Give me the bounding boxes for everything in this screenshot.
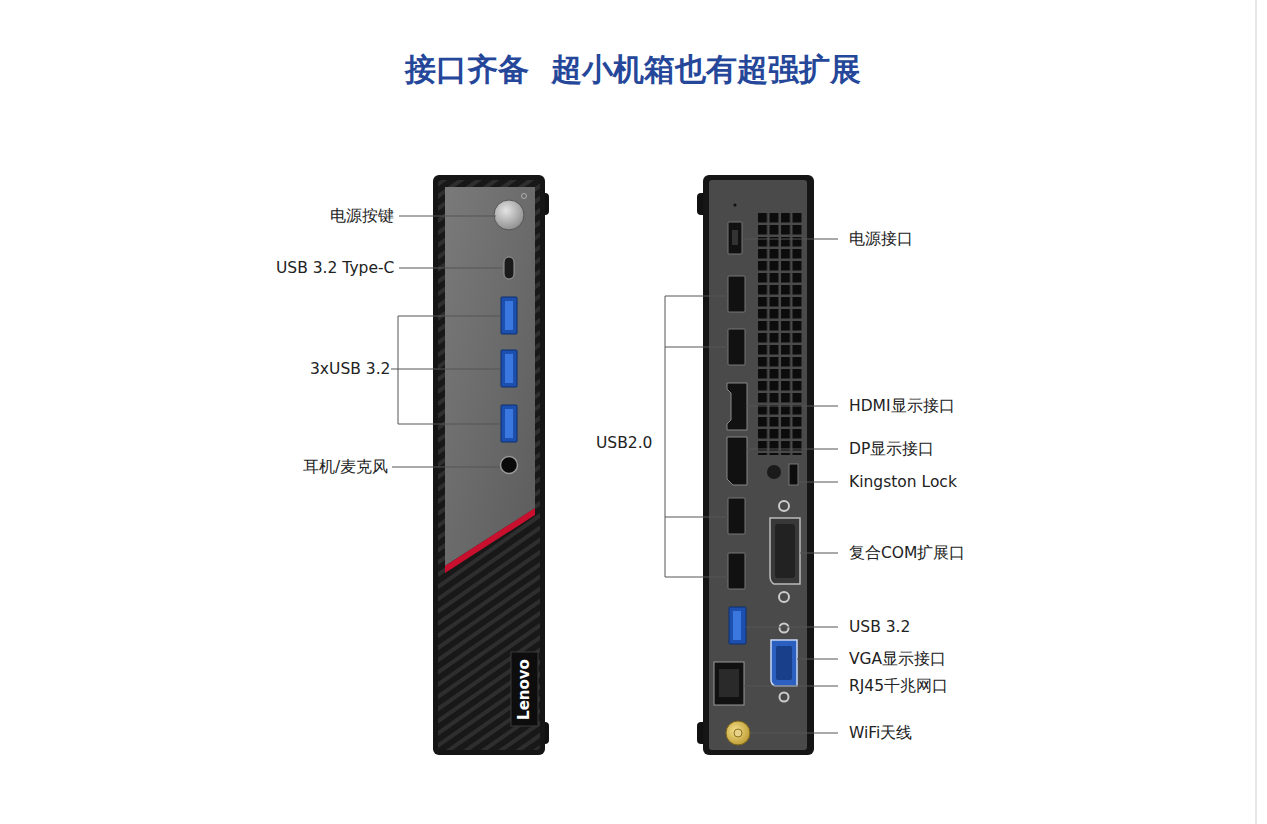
usb-tongue	[505, 409, 513, 438]
com-pins	[775, 524, 795, 578]
vent-grid	[757, 212, 803, 455]
lock-hole	[767, 465, 781, 479]
leader-line	[398, 369, 500, 370]
usb-tongue	[505, 354, 513, 383]
front-panel	[445, 187, 535, 566]
screw	[780, 624, 789, 633]
power-button	[494, 200, 524, 230]
red-stripe	[445, 508, 535, 573]
usb2-port	[728, 553, 745, 589]
usb2-port	[728, 329, 745, 365]
leader-line	[747, 406, 838, 407]
usb-port	[501, 297, 517, 334]
usb-tongue	[505, 301, 513, 330]
leader-line	[399, 268, 502, 269]
usb-port	[729, 607, 746, 644]
callout-label: WiFi天线	[848, 724, 913, 743]
leader-line	[746, 627, 838, 628]
rear-panel	[709, 180, 807, 750]
leader-lines	[665, 239, 838, 733]
callout-label: 耳机/麦克风	[302, 458, 389, 477]
power-jack	[728, 222, 742, 254]
screw	[780, 693, 789, 702]
screw	[779, 592, 789, 602]
rear-view	[697, 175, 814, 755]
callout-label: USB 3.2 Type-C	[275, 259, 395, 278]
leader-line	[399, 216, 496, 217]
dp-port	[727, 437, 747, 485]
rj45-port	[714, 662, 744, 705]
page-edge	[1256, 0, 1257, 824]
leader-line	[798, 482, 838, 483]
callout-label: RJ45千兆网口	[848, 677, 949, 696]
usb2-port	[728, 276, 745, 312]
vga-port	[771, 640, 797, 686]
callout-label: USB 3.2	[848, 618, 911, 637]
com-port	[770, 518, 800, 584]
front-texture	[438, 180, 540, 750]
leader-line	[750, 733, 838, 734]
callout-label: VGA显示接口	[848, 650, 947, 669]
leader-line	[742, 239, 838, 240]
callout-label: 3xUSB 3.2	[309, 360, 391, 379]
power-jack-pin	[732, 230, 738, 245]
led	[733, 203, 736, 206]
callout-label: HDMI显示接口	[848, 397, 956, 416]
logo-plate	[511, 652, 538, 726]
power-icon	[522, 194, 527, 199]
hdmi-port	[727, 383, 747, 430]
wifi-antenna-core	[734, 729, 742, 737]
callout-label: Kingston Lock	[848, 473, 958, 492]
leader-line	[747, 449, 838, 450]
brand-logo: Lenovo	[517, 659, 532, 720]
wifi-antenna	[726, 721, 750, 745]
leader-line	[800, 553, 838, 554]
rj45-inner	[719, 669, 739, 697]
usb-port	[501, 350, 517, 387]
front-view	[433, 175, 549, 755]
leader-line	[665, 347, 728, 348]
callout-label: 电源接口	[848, 230, 914, 249]
title: 接口齐备 超小机箱也有超强扩展	[405, 51, 861, 88]
callout-label: USB2.0	[595, 434, 653, 453]
kensington-slot	[789, 464, 798, 485]
callout-label: 复合COM扩展口	[848, 544, 966, 563]
leader-lines	[391, 216, 502, 467]
bracket	[665, 296, 728, 577]
bracket	[398, 316, 500, 424]
front-body	[433, 175, 545, 755]
type-c-port	[504, 257, 514, 279]
callout-label: DP显示接口	[848, 440, 935, 459]
screw	[779, 501, 789, 511]
usb2-port	[728, 498, 745, 534]
vga-pins	[776, 646, 792, 680]
usb-tongue	[733, 611, 741, 640]
leader-line	[665, 517, 728, 518]
callout-label: 电源按键	[329, 207, 395, 226]
audio-jack	[501, 457, 518, 474]
leader-line	[797, 659, 838, 660]
leader-line	[744, 686, 838, 687]
leader-line	[392, 467, 500, 468]
rear-body	[703, 175, 814, 755]
usb-port	[501, 405, 517, 442]
leader-line	[391, 369, 398, 370]
